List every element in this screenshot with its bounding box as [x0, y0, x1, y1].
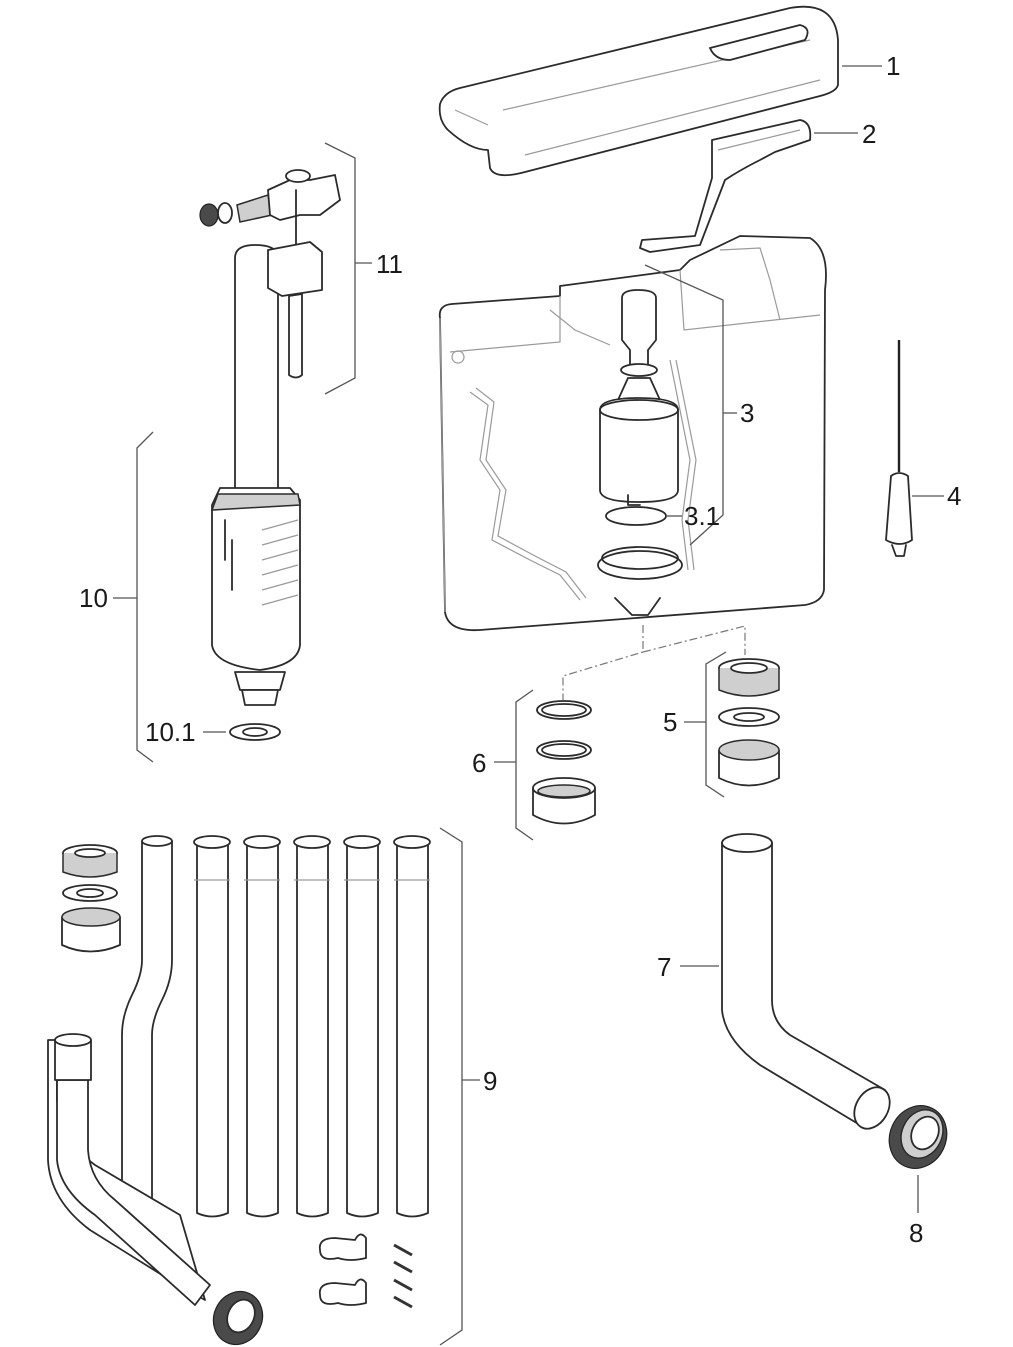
label-8: 8: [909, 1218, 923, 1248]
bracket-11: [324, 142, 356, 395]
label-4: 4: [947, 481, 961, 511]
bracket-3: [644, 264, 724, 546]
label-5: 5: [663, 707, 677, 737]
pipe-kit: [47, 835, 431, 1346]
label-3-1: 3.1: [684, 501, 720, 531]
cistern-lid: [438, 5, 839, 177]
bracket-5: [705, 651, 727, 798]
label-6: 6: [472, 748, 486, 778]
bent-flush-pipe: [721, 833, 891, 1130]
flush-valve-assembly: [210, 244, 301, 741]
pull-cord: [885, 340, 913, 557]
bracket-10: [136, 431, 154, 763]
assembly-guide-line: [562, 625, 746, 700]
bracket-6: [515, 689, 534, 841]
flush-valve-bell: [597, 289, 683, 616]
label-9: 9: [483, 1066, 497, 1096]
label-11: 11: [376, 249, 403, 279]
label-7: 7: [657, 952, 671, 982]
straight-pipes: [193, 835, 431, 1218]
threaded-connector-set: [718, 658, 780, 787]
flush-lever: [639, 119, 812, 253]
seal-cap-set: [532, 700, 596, 825]
label-10: 10: [79, 583, 108, 613]
label-2: 2: [862, 119, 876, 149]
label-1: 1: [886, 51, 900, 81]
label-3: 3: [740, 398, 754, 428]
fill-valve: [199, 169, 341, 379]
connector-nut: [888, 1105, 948, 1169]
label-10-1: 10.1: [145, 717, 196, 747]
bracket-9: [439, 827, 463, 1346]
